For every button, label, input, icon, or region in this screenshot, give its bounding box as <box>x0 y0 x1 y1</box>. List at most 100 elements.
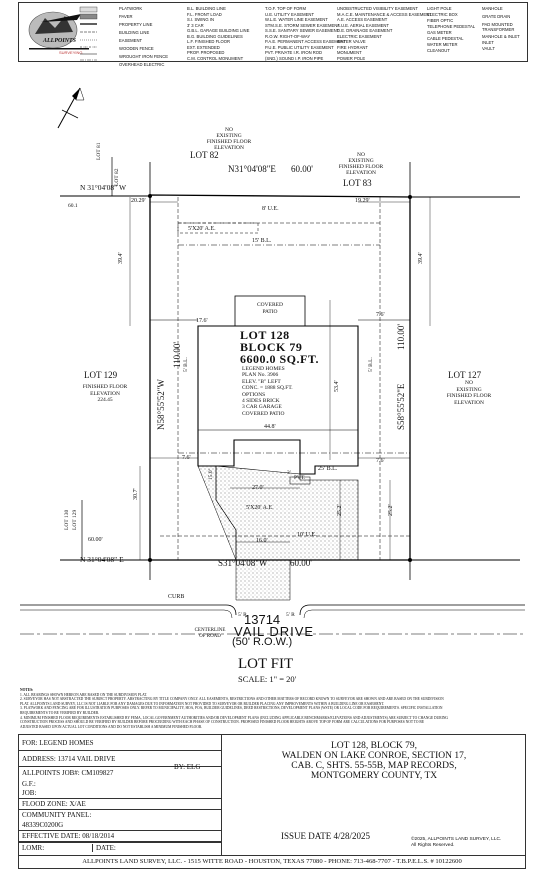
legend-item: A.U.E. AERIAL EASEMENT <box>337 22 389 28</box>
legend-item: FIBER OPTIC <box>427 18 454 23</box>
house-footprint <box>197 325 359 475</box>
legend-item: F.L. FRONT LOAD <box>187 11 222 17</box>
legend-item: WATER VALVE <box>337 39 366 44</box>
legend-item: M.A.C.E. MAINTENANCE & ACCESS EASEMENT <box>337 11 432 17</box>
gf-row: G.F.: <box>22 779 36 788</box>
legal-line: LOT 128, BLOCK 79, <box>330 741 418 751</box>
by-initials: BY: ELG <box>174 763 201 771</box>
covered-patio <box>234 295 306 327</box>
legend-column-1: PLATWORK PAVER PROPERTY LINE BUILDING LI… <box>119 6 168 70</box>
legend-item: WATER METER <box>427 42 458 47</box>
lomr-label: LOMR: <box>22 844 45 852</box>
divider <box>19 842 221 843</box>
note-line: REQUIREMENTS TO BE VERIFIED BY BUILDER. <box>20 710 100 715</box>
info-left: FOR: LEGEND HOMES ADDRESS: 13714 VAIL DR… <box>19 735 222 855</box>
legend-column-4: UNOBSTRUCTED VISIBILITY EASEMENT M.A.C.E… <box>337 6 432 61</box>
legend-item: CABLE PEDESTAL <box>427 36 464 41</box>
legend-item: WROUGHT IRON FENCE <box>119 54 169 59</box>
legend-item: L.F. FINISHED FLOOR <box>187 39 231 44</box>
logo-mark-icon <box>28 11 89 50</box>
effective-row: EFFECTIVE DATE: 08/18/2014 <box>19 831 221 842</box>
legend-item: UNOBSTRUCTED VISIBILITY EASEMENT <box>337 6 418 11</box>
company-logo: ALLPOINTS SURVEYING <box>21 4 93 58</box>
front-walk <box>197 465 291 601</box>
job-row: ALLPOINTS JOB#: CM109827 <box>19 767 221 779</box>
legend-item: LIGHT POLE <box>427 6 452 11</box>
legend-item: MANHOLE & INLET <box>482 34 520 39</box>
driveway <box>215 465 359 561</box>
legend-item: GAS METER <box>427 30 452 35</box>
survey-notes: NOTES: 1. ALL BEARINGS SHOWN HEREON ARE … <box>20 688 526 729</box>
legend-item: PROP. PROPOSED <box>187 50 225 55</box>
address-row: ADDRESS: 13714 VAIL DRIVE <box>19 751 221 767</box>
legend-item: BUILDING LINE <box>119 30 150 35</box>
legal-description: LOT 128, BLOCK 79, WALDEN ON LAKE CONROE… <box>221 741 527 781</box>
legal-line: WALDEN ON LAKE CONROE, SECTION 17, <box>281 751 467 761</box>
note-line: 3. PLATWORK AND FENCING ARE FOR ILLUSTRA… <box>20 706 443 711</box>
legend-item: B.L. BUILDING LINE <box>187 6 226 11</box>
date-label: DATE: <box>92 844 116 852</box>
note-line: 1. ALL BEARINGS SHOWN HEREON ARE BASED O… <box>20 692 148 697</box>
notes-heading: NOTES: <box>20 688 34 692</box>
legend-item: D.E. DRAINAGE EASEMENT <box>337 28 393 33</box>
job-number: ALLPOINTS JOB#: CM109827 <box>22 769 114 777</box>
legend-column-2: B.L. BUILDING LINE F.L. FRONT LOAD S.I. … <box>187 6 249 61</box>
legend-item: CLEANOUT <box>427 48 450 53</box>
note-line: CONSTRUCTION PROCESS AND SHOULD BE VERIF… <box>20 720 425 725</box>
legend-item: MONUMENT <box>337 50 362 55</box>
legend-item: EASEMENT <box>119 38 143 43</box>
lomr-row: LOMR: DATE: <box>19 842 221 854</box>
legend-column-6: MANHOLE GRATE DRAIN PAD MOUNTED TRANSFOR… <box>482 6 524 52</box>
logo-tagline: SURVEYING <box>59 50 83 55</box>
plat-drawing <box>20 87 525 635</box>
legend-column-3: T.O.F. TOP OF FORM U.E. UTILITY EASEMENT… <box>265 6 346 61</box>
note-line: ADJUSTED BASED UPON ACTUAL LOT CONDITION… <box>20 724 203 729</box>
legal-line: CAB. C, SHTS. 55-55B, MAP RECORDS, <box>291 761 457 771</box>
company-footer: ALLPOINTS LAND SURVEY, LLC. - 1515 WITTE… <box>18 856 526 869</box>
legend-item: PVT. PRIVATE I.R. IRON ROD <box>265 50 323 55</box>
legend-item: VAULT <box>482 46 495 51</box>
legend-item: POWER POLE <box>337 55 366 61</box>
info-block: FOR: LEGEND HOMES ADDRESS: 13714 VAIL DR… <box>18 734 526 856</box>
legend-item: OVERHEAD ELECTRIC <box>119 62 165 67</box>
for-row: FOR: LEGEND HOMES <box>19 735 221 751</box>
note-line: 2. SURVEYOR HAS NOT ABSTRACTED THE SUBJE… <box>20 697 444 702</box>
legend-item: (SND.) SOUND I.P. IRON PIPE <box>265 55 324 61</box>
legend-swatches <box>79 6 99 62</box>
legend-item: STM.S.E. STORM SEWER EASEMENT <box>265 22 340 28</box>
legend-item: INLET <box>482 40 494 45</box>
legend-item: A.E. ACCESS EASEMENT <box>337 17 388 22</box>
legal-line: MONTGOMERY COUNTY, TX <box>310 771 438 781</box>
legend-item: U.E. UTILITY EASEMENT <box>265 11 315 17</box>
legend-item: PAD MOUNTED TRANSFORMER <box>482 22 515 32</box>
copyright-line: ©2025, ALLPOINTS LAND SURVEY, LLC. <box>411 837 502 842</box>
north-arrow-icon <box>57 87 85 129</box>
legend-item: B.G. BUILDING GUIDELINES <box>187 33 243 39</box>
legend-item: WOODEN FENCE <box>119 46 154 51</box>
logo-company-text: ALLPOINTS <box>43 38 76 44</box>
note-line: 4. MINIMUM FINISHED FLOOR REQUIREMENTS E… <box>20 715 449 720</box>
legend-item: PAVER <box>119 14 133 19</box>
title-block-header: ALLPOINTS SURVEYING PLATWORK PAVER PROPE… <box>18 2 528 67</box>
job2-row: JOB: <box>19 788 221 799</box>
legend-item: ELECTRIC EASEMENT <box>337 33 382 39</box>
legend-item: MANHOLE <box>482 6 503 11</box>
legend-item: TELEPHONE PEDESTAL <box>427 24 476 29</box>
issue-date: ISSUE DATE 4/28/2025 <box>281 831 371 841</box>
note-line: PLAT. ALLPOINTS LAND SURVEY, LLC IS NOT … <box>20 701 385 706</box>
panel-row: 48339C0200G <box>19 820 221 831</box>
panel-label-row: COMMUNITY PANEL: <box>22 811 92 819</box>
legend-item: 3' 3 CAR <box>187 22 204 28</box>
legend-item: W.L.E. WATER LINE EASEMENT <box>265 17 328 22</box>
legend-item: C.M. CONTROL MONUMENT <box>187 55 244 61</box>
legend-item: EXT. EXTENDED <box>187 44 220 50</box>
legend-item: S.I. SWING IN <box>187 17 214 22</box>
legend-item: P.A.E. PERMANENT ACCESS EASEMENT <box>265 39 347 44</box>
copyright: ©2025, ALLPOINTS LAND SURVEY, LLC. All R… <box>411 837 501 848</box>
legend-item: PROPERTY LINE <box>119 22 153 27</box>
legend-column-5: LIGHT POLE ELECTRIC BOX FIBER OPTIC TELE… <box>427 6 475 54</box>
copyright-line: All Rights Reserved. <box>411 842 455 848</box>
legend-item: PLATWORK <box>119 6 143 11</box>
legend-item: FIRE HYDRANT <box>337 44 368 50</box>
legend-item: T.O.F. TOP OF FORM <box>265 6 306 11</box>
